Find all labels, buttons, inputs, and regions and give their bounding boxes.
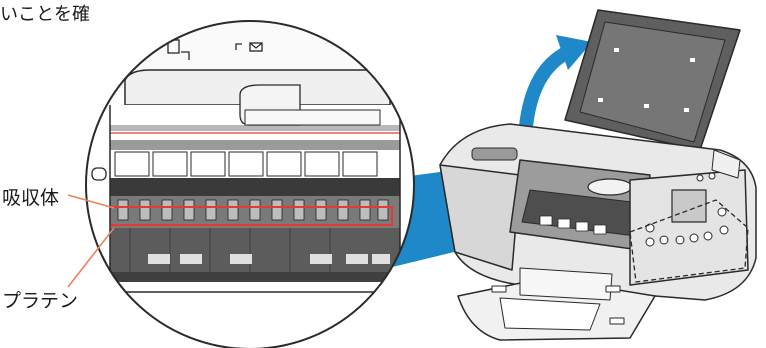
printer-illustration [440, 10, 756, 340]
